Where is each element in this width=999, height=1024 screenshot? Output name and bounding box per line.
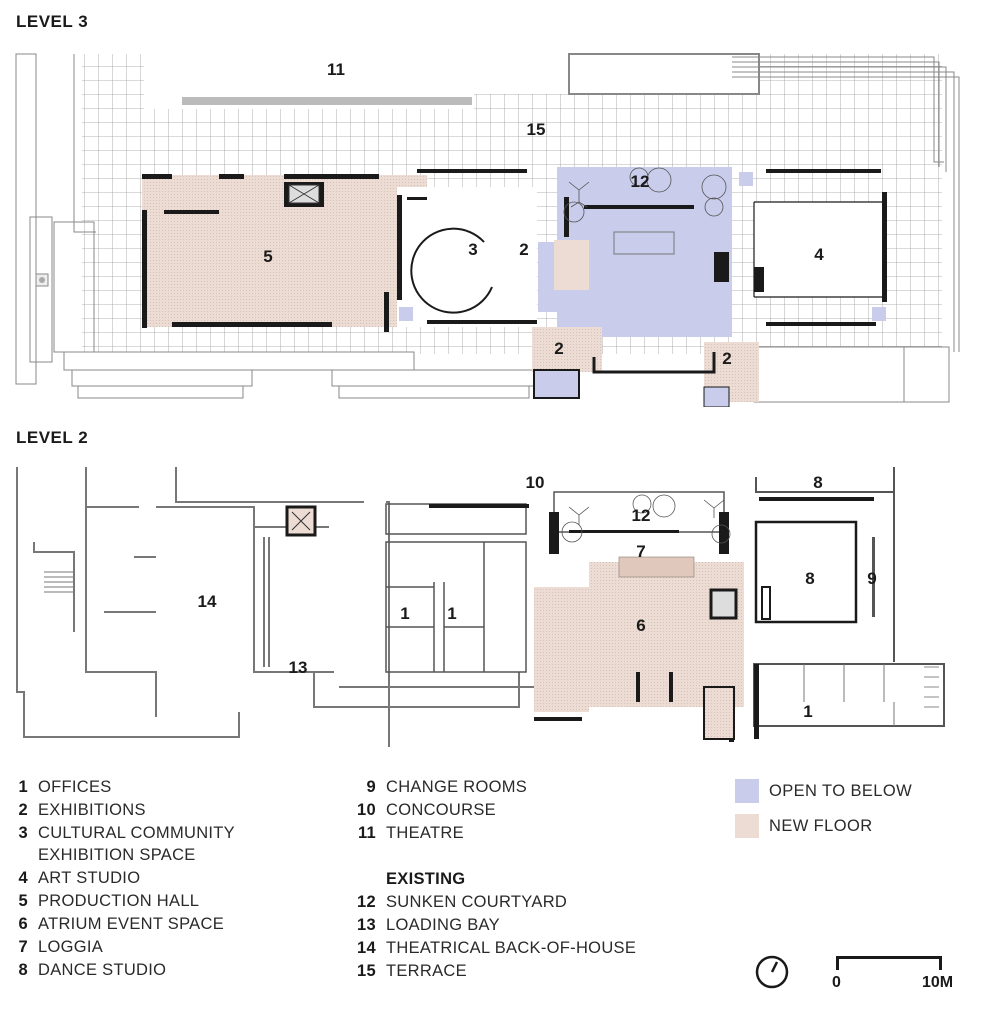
room-label-14: 14: [197, 592, 217, 611]
legend-existing-heading: EXISTING: [386, 870, 466, 888]
room-label-4: 4: [814, 245, 824, 264]
room-label-5: 5: [263, 247, 273, 266]
room-label-12: 12: [631, 506, 651, 525]
level-2-plan: 10 8 12 7 14 1 1 6 8 9 13 1: [14, 462, 974, 747]
room-label-1: 1: [447, 604, 457, 623]
level-2-floorplan-drawing: [16, 467, 945, 747]
room-label-1: 1: [400, 604, 410, 623]
level-2-title: LEVEL 2: [16, 428, 89, 447]
room-label-8: 8: [813, 473, 823, 492]
north-arrow-icon: [755, 955, 789, 989]
room-label-11: 11: [327, 60, 345, 79]
level-3-title: LEVEL 3: [16, 12, 89, 31]
level-3-plan: 11 15 5 3 2 12 4 2 2: [14, 52, 974, 407]
scale-bar-line: [836, 956, 942, 970]
room-label-2: 2: [519, 240, 529, 259]
room-label-13: 13: [288, 658, 308, 677]
room-label-3: 3: [468, 240, 478, 259]
room-label-1: 1: [803, 702, 813, 721]
scale-end-label: 10M: [922, 974, 954, 991]
room-label-7: 7: [636, 542, 646, 561]
new-floor-swatch: [735, 814, 759, 838]
room-label-6: 6: [636, 616, 646, 635]
level-3-floorplan-drawing: [15, 53, 960, 407]
room-label-10: 10: [525, 473, 545, 492]
room-label-2: 2: [722, 349, 732, 368]
scale-bar: 0 10M: [830, 950, 970, 1000]
legend-swatch-open-to-below: OPEN TO BELOW: [735, 779, 912, 803]
legend-swatch-new-floor: NEW FLOOR: [735, 814, 873, 838]
scale-start-label: 0: [832, 974, 841, 991]
room-label-12: 12: [630, 172, 650, 191]
room-label-2: 2: [554, 339, 564, 358]
legend-item-continuation: EXHIBITION SPACE: [38, 846, 196, 864]
open-to-below-swatch: [735, 779, 759, 803]
room-label-15: 15: [526, 120, 546, 139]
room-label-8: 8: [805, 569, 815, 588]
room-label-9: 9: [867, 569, 877, 588]
